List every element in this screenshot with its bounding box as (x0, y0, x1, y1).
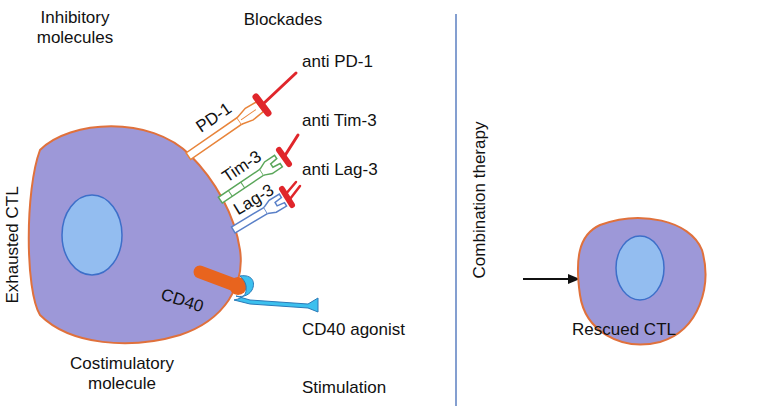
blocker-label: anti PD-1 (302, 52, 373, 72)
receptor-label: Lag-3 (230, 180, 278, 220)
group-heading: Blockades (244, 10, 322, 30)
blocker-label: anti Tim-3 (302, 111, 377, 131)
exhausted-cell (29, 126, 241, 343)
group-heading: Costimulatory molecule (57, 354, 187, 394)
cd40-agonist (234, 276, 318, 312)
agonist-label: CD40 agonist (302, 320, 405, 340)
nucleus (616, 236, 664, 300)
anti-pd1-blocker (256, 73, 296, 113)
therapy-label: Combination therapy (470, 122, 490, 279)
anti-lag3-blocker (282, 182, 300, 205)
cd40-receptor (200, 272, 247, 295)
receptor-label: Tim-3 (219, 147, 266, 187)
cell-label: Rescued CTL (572, 320, 676, 340)
receptor-label: PD-1 (192, 99, 235, 137)
anti-tim3-blocker (279, 135, 298, 164)
group-heading: Inhibitory molecules (25, 8, 125, 48)
group-heading: Stimulation (302, 378, 386, 398)
receptor-label: CD40 (158, 285, 206, 317)
nucleus (62, 195, 122, 275)
divider-line (455, 14, 457, 406)
result-arrow (523, 278, 570, 280)
cell-label: Exhausted CTL (3, 186, 23, 303)
blocker-label: anti Lag-3 (302, 160, 378, 180)
